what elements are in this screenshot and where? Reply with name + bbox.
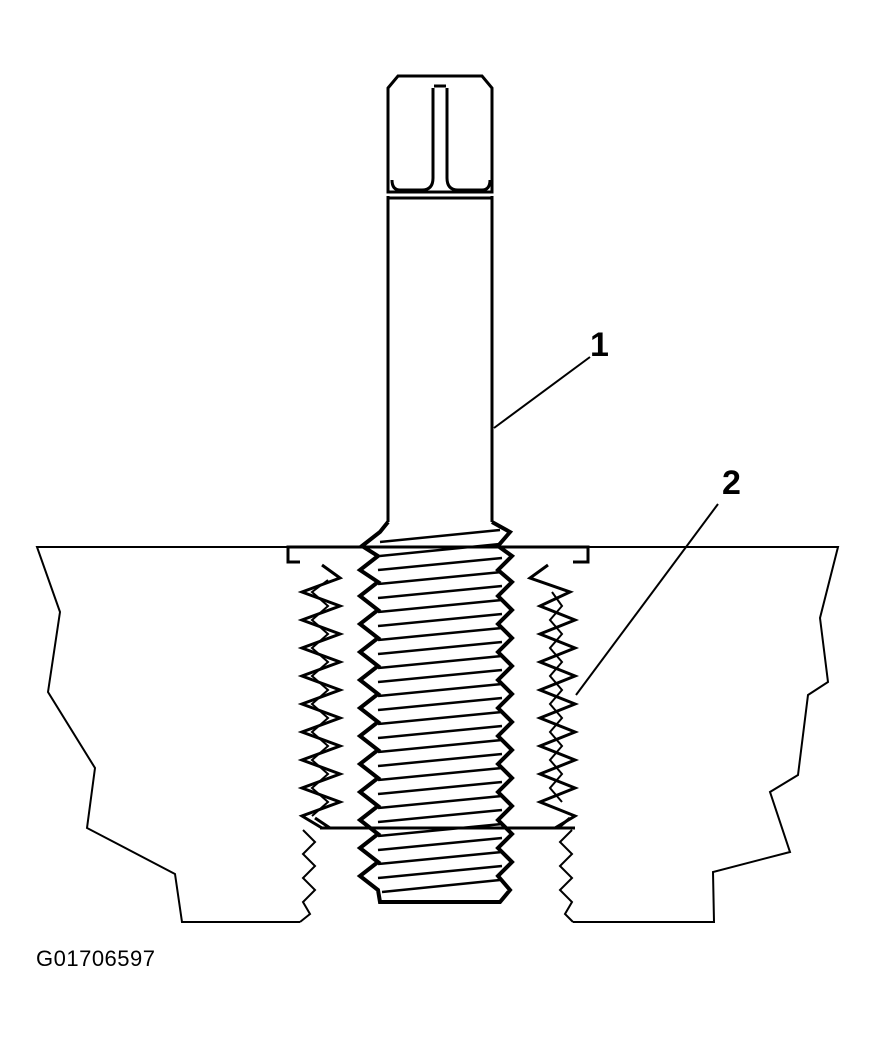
insert-coil-right-inner [548,591,564,803]
tool-head [386,74,494,194]
figure-id: G01706597 [36,946,156,971]
tool-threaded-tip [356,520,516,904]
workpiece [35,546,840,923]
callout-1: 1 [590,326,609,364]
right-hole-thread [558,829,574,923]
tool-thread-flanks [377,528,503,894]
tool-slot [390,88,492,192]
leader-line-1 [493,356,591,429]
callout-2: 2 [722,464,741,502]
insert-coil-right [526,563,580,830]
left-hole-thread [299,829,317,923]
leader-line-2 [575,503,719,696]
installer-tool [386,74,494,522]
insert-coil-left-inner [310,579,330,817]
workpiece-left-outline [35,546,300,923]
workpiece-right-outline [573,546,840,923]
